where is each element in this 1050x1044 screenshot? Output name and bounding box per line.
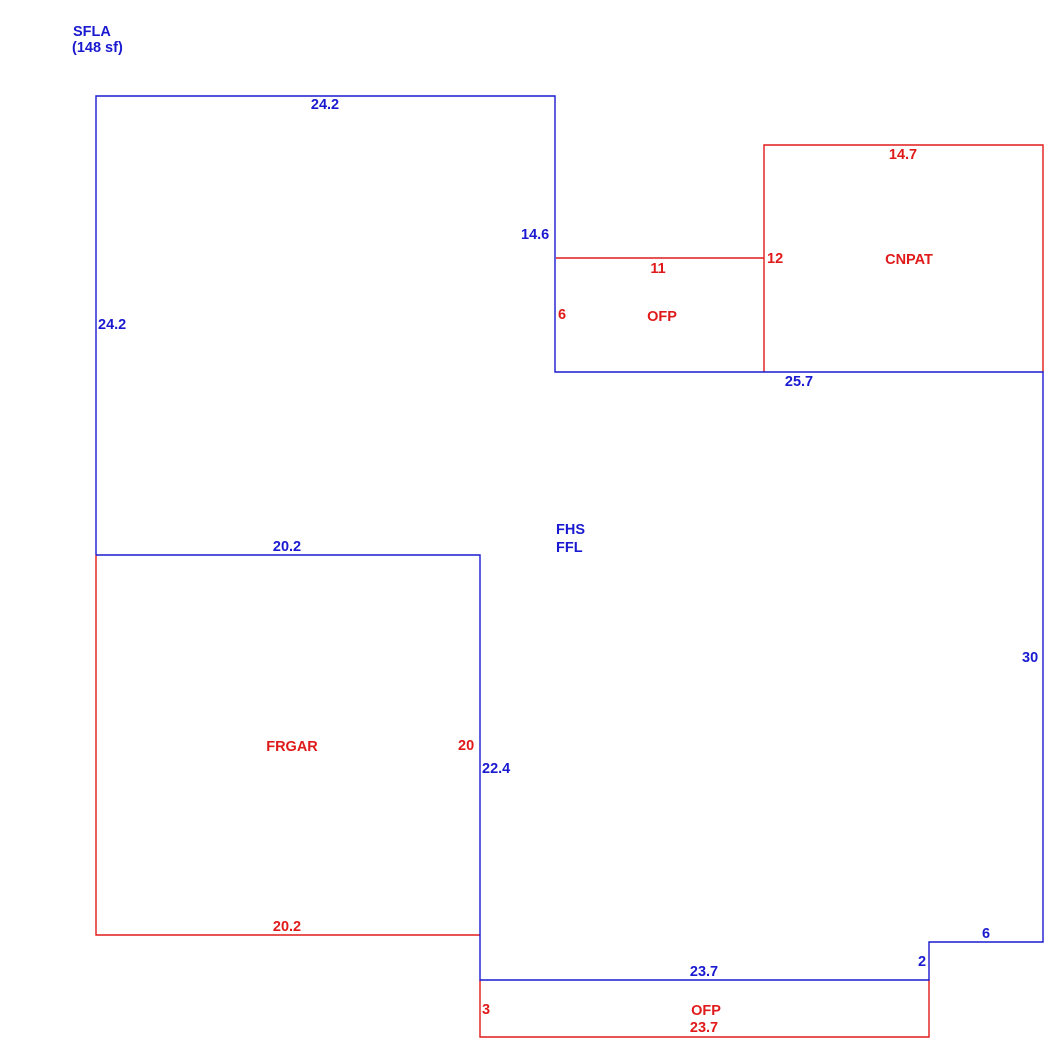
main-area-label-2: FFL	[556, 540, 583, 556]
dim-porch-bottom-bottom: 23.7	[690, 1020, 718, 1036]
dim-porch-bottom-left: 3	[482, 1002, 490, 1018]
sketch-area-label: (148 sf)	[72, 40, 123, 56]
dim-main-garage-side: 22.4	[482, 761, 510, 777]
dim-main-garage-top: 20.2	[273, 539, 301, 555]
dim-main-inner-right: 14.6	[521, 227, 549, 243]
dim-main-bottom: 23.7	[690, 964, 718, 980]
porch-bottom-outline	[479, 980, 930, 1038]
main-area-label-1: FHS	[556, 522, 585, 538]
patio-outline	[763, 144, 1044, 372]
patio-label: CNPAT	[885, 252, 933, 268]
dim-patio-left: 12	[767, 251, 783, 267]
porch-bottom-label: OFP	[691, 1003, 721, 1019]
dim-main-right: 30	[1022, 650, 1038, 666]
garage-outline	[95, 555, 480, 936]
dim-patio-top: 14.7	[889, 147, 917, 163]
sketch-code-label: SFLA	[73, 24, 111, 40]
garage-label: FRGAR	[266, 739, 318, 755]
dim-main-step-bottom: 25.7	[785, 374, 813, 390]
dim-porch-top-left: 6	[558, 307, 566, 323]
dim-main-step-down: 2	[918, 954, 926, 970]
porch-top-label: OFP	[647, 309, 677, 325]
dim-main-bottom-step: 6	[982, 926, 990, 942]
dim-garage-bottom: 20.2	[273, 919, 301, 935]
dim-porch-top-top: 11	[650, 261, 665, 277]
dim-main-left: 24.2	[98, 317, 126, 333]
dim-main-top: 24.2	[311, 97, 339, 113]
living-area-outline	[95, 95, 1044, 981]
dim-garage-side: 20	[458, 738, 474, 754]
